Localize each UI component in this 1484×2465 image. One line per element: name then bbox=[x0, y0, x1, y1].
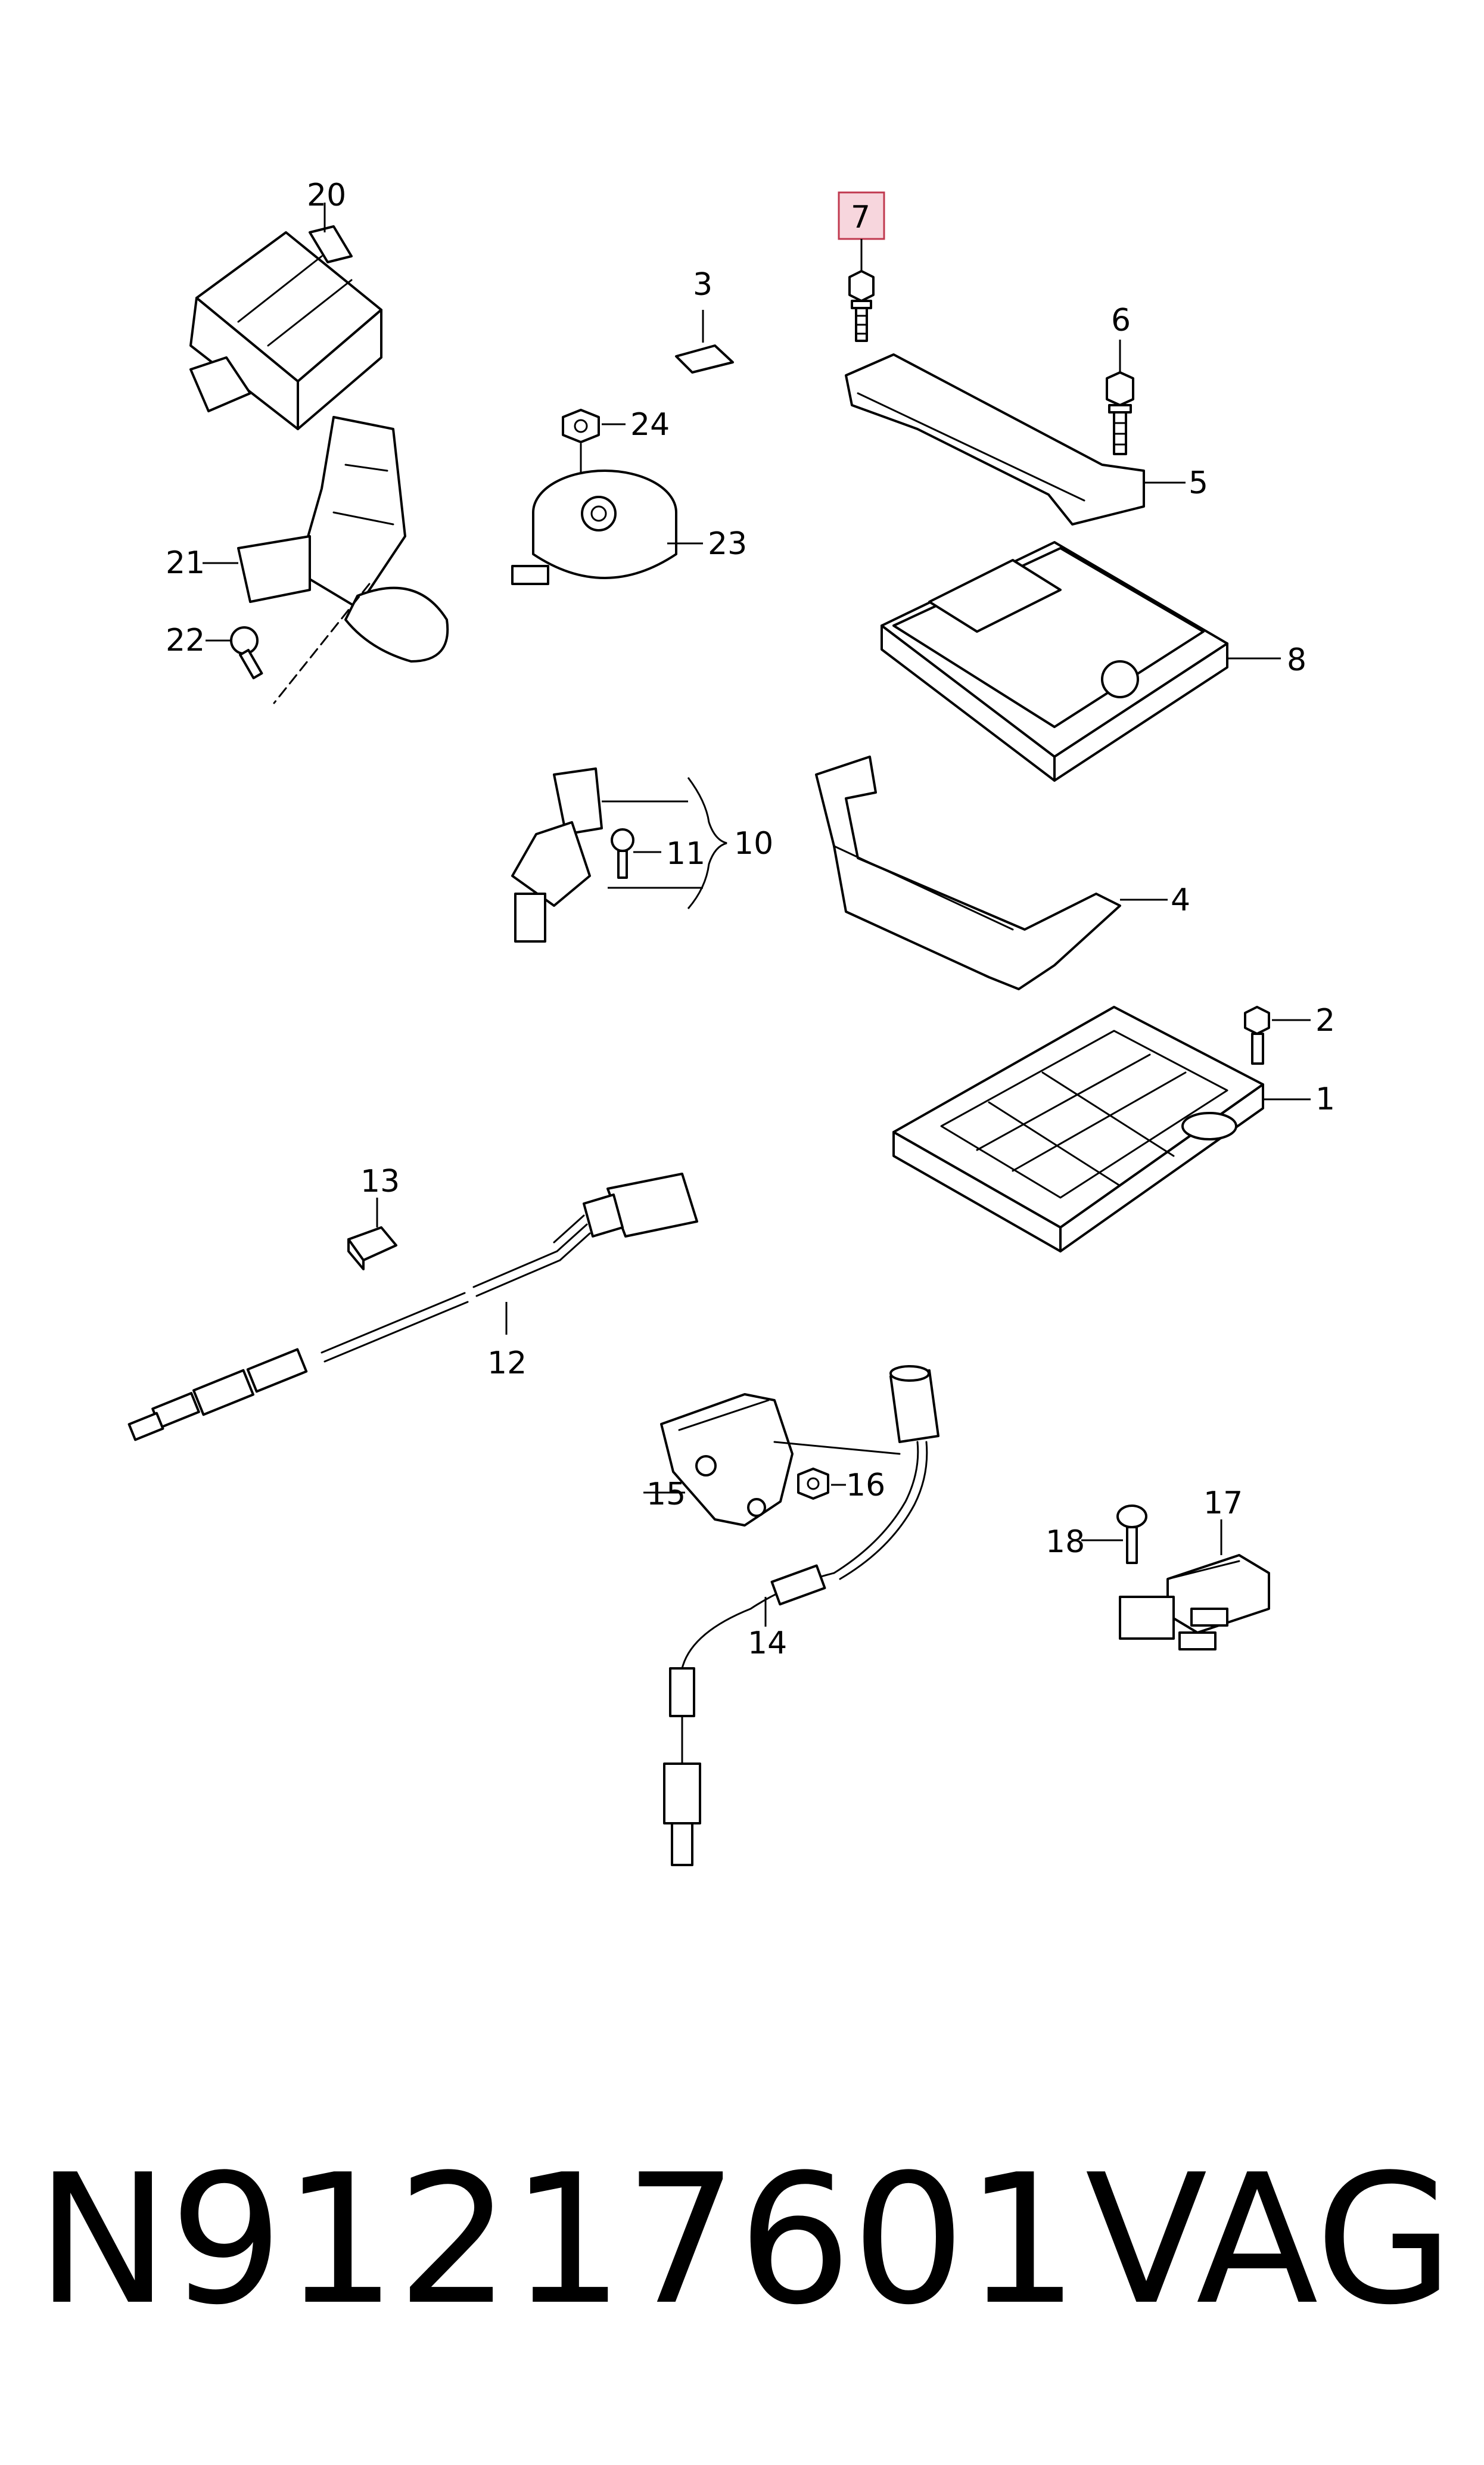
part-6-bolt bbox=[1106, 340, 1134, 455]
callout-14: 14 bbox=[748, 1625, 787, 1661]
part-3-pad bbox=[675, 310, 734, 374]
callout-1: 1 bbox=[1315, 1081, 1335, 1117]
part-2-bolt bbox=[1244, 1006, 1311, 1065]
callout-23: 23 bbox=[708, 526, 747, 562]
callout-2: 2 bbox=[1315, 1003, 1335, 1039]
callout-7: 7 bbox=[851, 200, 870, 235]
part-12-lambda-probe bbox=[127, 1173, 698, 1441]
callout-13: 13 bbox=[360, 1164, 400, 1199]
callout-11: 11 bbox=[666, 836, 705, 872]
part-13-clip bbox=[347, 1198, 397, 1270]
part-15-bracket bbox=[643, 1393, 901, 1527]
callout-10: 10 bbox=[734, 826, 773, 862]
callout-3: 3 bbox=[693, 267, 713, 303]
part-1-tray bbox=[892, 1006, 1311, 1252]
callout-5: 5 bbox=[1189, 465, 1208, 501]
callout-4: 4 bbox=[1171, 882, 1190, 918]
part-4-lower-bracket bbox=[815, 756, 1168, 990]
callout-8: 8 bbox=[1287, 642, 1306, 678]
part-18-screw bbox=[1081, 1505, 1147, 1564]
callout-22: 22 bbox=[166, 623, 205, 658]
part-number-footer: N91217601 VAG bbox=[36, 2133, 1454, 2348]
part-8-control-unit bbox=[881, 541, 1281, 782]
part-20-relay-module bbox=[189, 203, 382, 430]
callout-21: 21 bbox=[166, 545, 205, 581]
part-number: N91217601 bbox=[36, 2136, 1079, 2344]
part-22-screw bbox=[206, 626, 263, 679]
callout-17: 17 bbox=[1203, 1485, 1243, 1521]
brand-label: VAG bbox=[1085, 2136, 1454, 2344]
part-5-upper-bracket bbox=[845, 353, 1186, 526]
part-23-actuator bbox=[511, 470, 703, 585]
part-14-temperature-sensor bbox=[663, 1365, 939, 1866]
part-10-sensor bbox=[511, 767, 727, 943]
callout-20: 20 bbox=[307, 178, 346, 213]
part-16-nut bbox=[797, 1468, 846, 1500]
callout-7-highlight bbox=[838, 191, 885, 240]
part-21-bracket bbox=[203, 416, 449, 704]
part-7-bolt bbox=[848, 239, 875, 342]
callout-6: 6 bbox=[1111, 303, 1131, 338]
part-17-pressure-sensor bbox=[1119, 1519, 1270, 1650]
callout-16: 16 bbox=[846, 1468, 885, 1503]
callout-24: 24 bbox=[630, 407, 670, 443]
callout-12: 12 bbox=[487, 1345, 527, 1381]
callout-18: 18 bbox=[1046, 1524, 1085, 1560]
part-11-screw bbox=[608, 828, 703, 889]
callout-15: 15 bbox=[646, 1476, 686, 1512]
